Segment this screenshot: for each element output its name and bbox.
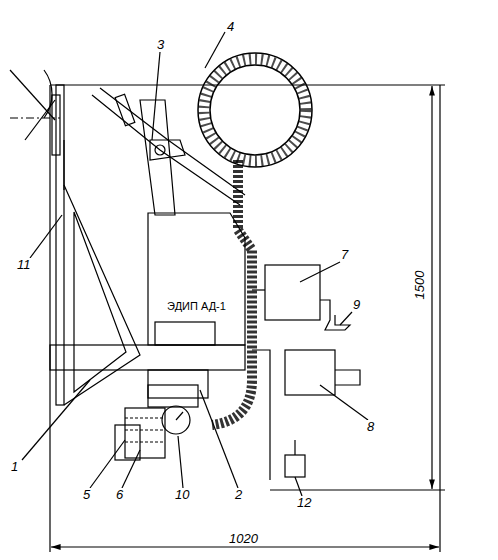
callout-number: 12 [296,496,312,510]
callout-number: 8 [366,420,375,434]
callout-number: 9 [352,298,361,312]
callout-number: 3 [156,38,165,52]
callout-number: 10 [174,488,190,502]
callout-number: 5 [82,488,91,502]
callout-number: 11 [16,258,32,272]
callout-number: 6 [115,488,124,502]
callout-number: 1 [10,460,19,474]
dimension-value: 1020 [228,532,259,546]
machine-label: ЭДИП АД-1 [166,300,227,312]
callout-number: 4 [226,20,235,34]
callout-number: 2 [234,488,243,502]
machine-body: ЭДИП АД-1 [150,296,243,314]
dimension-value: 1500 [413,270,427,301]
callout-number: 7 [340,248,349,262]
